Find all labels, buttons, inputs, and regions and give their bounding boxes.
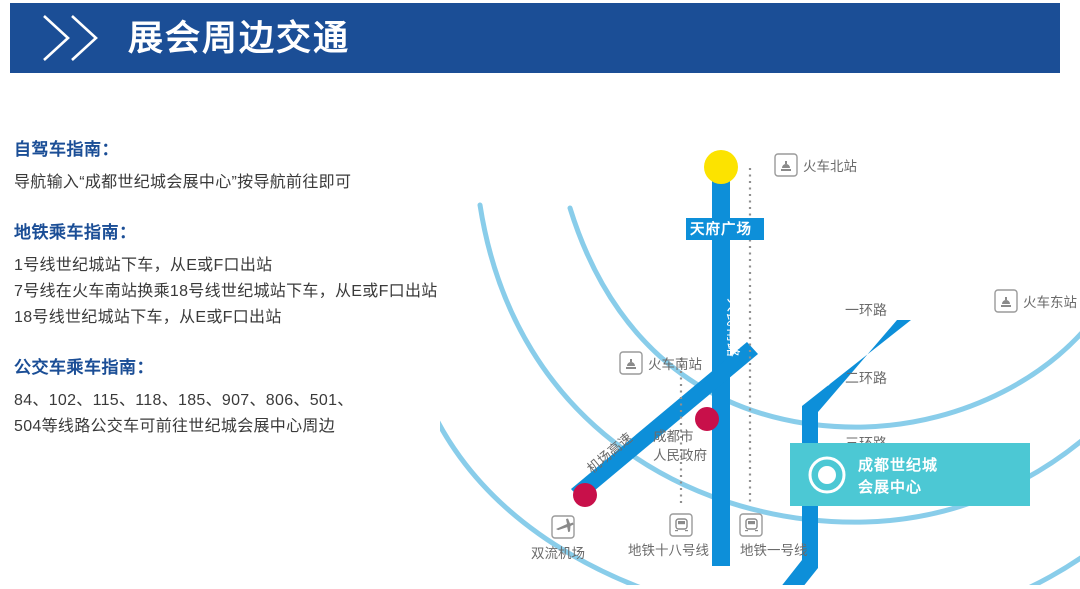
info-section-bus: 公交车乘车指南： 84、102、115、118、185、907、806、501、… xyxy=(14,353,534,440)
metro-train-icon-glyph xyxy=(675,518,688,532)
south-railway-station-label: 火车南站 xyxy=(648,356,702,372)
shuangliu-airport: 双流机场 xyxy=(531,515,585,561)
driving-guide-heading: 自驾车指南： xyxy=(14,140,119,159)
transport-map: 天府广场 人民南路 红星路南延线 一环路 二环路 三环路 机场高速 火车北站 火… xyxy=(440,130,1080,585)
double-chevron-right-icon xyxy=(43,15,98,61)
metro-line-18: 地铁十八号线 xyxy=(628,513,709,558)
metro-line-1: 地铁一号线 xyxy=(739,513,808,558)
airplane-icon-glyph xyxy=(556,518,574,533)
hongxing-south-extension-road xyxy=(782,320,911,585)
airport-crimson-marker xyxy=(573,483,597,507)
renmin-south-road xyxy=(712,158,730,566)
city-government-label: 成都市 人民政府 xyxy=(653,428,707,463)
city-government-label-line-2: 人民政府 xyxy=(653,448,707,463)
south-railway-station: 火车南站 xyxy=(619,351,702,375)
east-railway-station: 火车东站 xyxy=(994,289,1077,313)
header-banner: 展会周边交通 xyxy=(10,3,1060,73)
ring-road-arcs xyxy=(440,202,1080,585)
ring-road-3-arc xyxy=(440,420,1080,585)
metro-guide-line-3: 18号线世纪城站下车，从E或F口出站 xyxy=(14,308,282,326)
page-title: 展会周边交通 xyxy=(128,18,351,58)
government-crimson-marker xyxy=(695,407,719,431)
tianfu-square-label: 天府广场 xyxy=(686,218,764,240)
venue-name-line-1: 成都世纪城 xyxy=(858,456,938,474)
ring-dot-marker-icon xyxy=(808,456,846,494)
train-station-icon-glyph xyxy=(626,359,636,369)
train-station-icon xyxy=(619,351,643,375)
metro-line-18-label: 地铁十八号线 xyxy=(628,543,709,558)
bus-guide-line-2: 504等线路公交车可前往世纪城会展中心周边 xyxy=(14,417,335,435)
train-station-icon-glyph xyxy=(1001,297,1011,307)
north-railway-station-label: 火车北站 xyxy=(803,158,857,174)
ring-road-1-arc xyxy=(567,205,1080,430)
info-section-metro: 地铁乘车指南： 1号线世纪城站下车，从E或F口出站 7号线在火车南站换乘18号线… xyxy=(14,218,534,331)
ring-road-2-label: 二环路 xyxy=(845,370,887,386)
city-government-label-line-1: 成都市 xyxy=(653,428,694,444)
bus-guide-heading: 公交车乘车指南： xyxy=(14,357,154,377)
train-station-icon xyxy=(994,289,1018,313)
train-station-icon xyxy=(774,153,798,177)
airplane-icon xyxy=(551,515,575,539)
metro-guide-heading: 地铁乘车指南： xyxy=(14,222,137,242)
metro-train-icon xyxy=(669,513,693,537)
ring-road-1-label: 一环路 xyxy=(845,302,887,318)
hongxing-south-extension-road-label: 红星路南延线 xyxy=(815,298,831,388)
north-railway-station: 火车北站 xyxy=(774,153,857,177)
venue-name-line-2: 会展中心 xyxy=(858,478,922,496)
metro-line-1-label: 地铁一号线 xyxy=(740,543,808,558)
ring-road-2-arc xyxy=(477,202,1080,525)
venue-callout[interactable]: 成都世纪城 会展中心 xyxy=(790,443,1030,506)
train-station-icon-glyph xyxy=(781,161,791,171)
tianfu-square-label-box xyxy=(686,218,764,240)
metro-dotted-lines xyxy=(679,168,752,506)
metro-guide-line-2: 7号线在火车南站换乘18号线世纪城站下车，从E或F口出站 xyxy=(14,282,438,300)
driving-guide-line-1: 导航输入“成都世纪城会展中心”按导航前往即可 xyxy=(14,174,352,191)
airport-expressway-road xyxy=(571,342,758,501)
main-roads xyxy=(571,158,911,585)
metro-guide-line-1: 1号线世纪城站下车，从E或F口出站 xyxy=(14,256,273,274)
east-railway-station-label: 火车东站 xyxy=(1023,294,1077,310)
transport-info-panel: 自驾车指南： 导航输入“成都世纪城会展中心”按导航前往即可 地铁乘车指南： 1号… xyxy=(14,135,534,461)
renmin-south-road-label: 人民南路 xyxy=(725,298,741,358)
tianfu-square-label-text: 天府广场 xyxy=(690,220,752,238)
metro-train-icon xyxy=(739,513,763,537)
bus-guide-line-1: 84、102、115、118、185、907、806、501、 xyxy=(14,391,354,409)
metro-train-icon-glyph xyxy=(745,518,758,532)
shuangliu-airport-label: 双流机场 xyxy=(531,546,585,561)
info-section-driving: 自驾车指南： 导航输入“成都世纪城会展中心”按导航前往即可 xyxy=(14,135,534,196)
tianfu-square-yellow-marker xyxy=(704,150,738,184)
